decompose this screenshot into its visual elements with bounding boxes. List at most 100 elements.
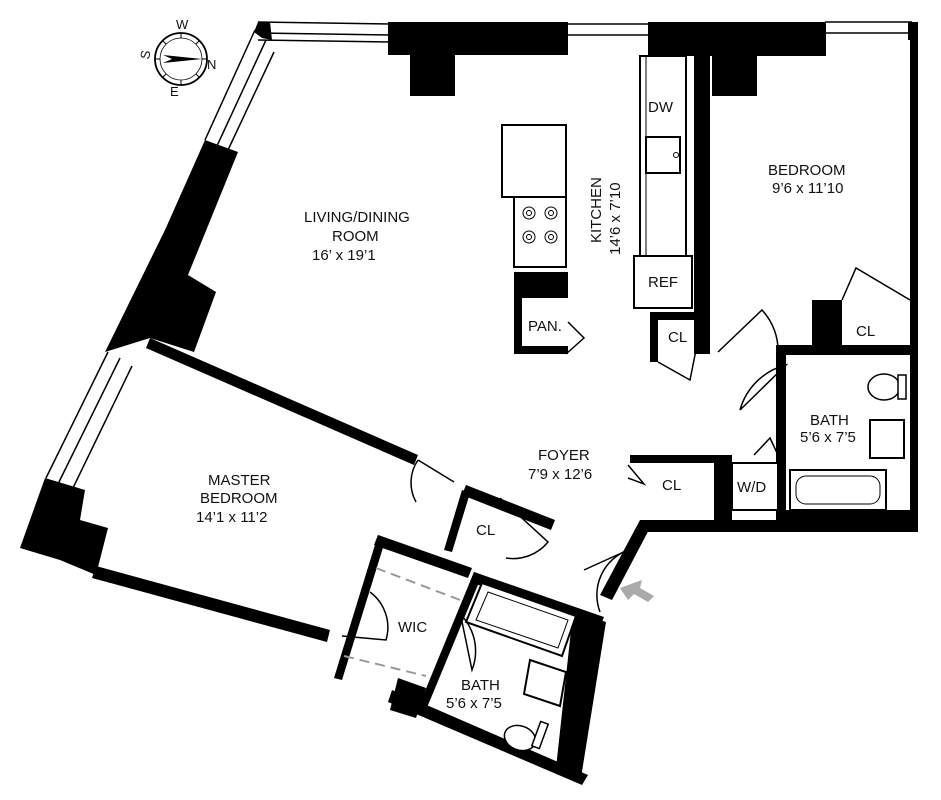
refrigerator (633, 255, 693, 309)
bath1-name: BATH (810, 412, 849, 429)
compass-w: W (176, 17, 189, 32)
door-bedroom (717, 308, 779, 355)
stove (513, 196, 567, 268)
door-foyer-cl (627, 464, 647, 486)
wall-entry-diagonal (600, 520, 652, 600)
wall-cl-kitchen-top (650, 312, 710, 320)
wall-right-side (910, 22, 918, 530)
living-name-2: ROOM (332, 228, 379, 245)
wall-bath-right (556, 612, 606, 784)
wall-bath1-bottom (776, 510, 916, 520)
bath2-fixtures (464, 581, 578, 752)
wall-bath2-left (418, 572, 482, 710)
compass-needle-icon (163, 55, 202, 63)
bedroom-size: 9’6 x 11’10 (772, 180, 843, 197)
wall-kitchen-divider (694, 56, 710, 354)
wall-bedroom-bottom (776, 345, 916, 355)
door-cl-bedroom (841, 266, 911, 301)
wall-pantry-top (514, 272, 568, 298)
cl-master-label: CL (476, 522, 495, 539)
bath2-size: 5’6 x 7’5 (446, 695, 502, 712)
wall-wic-left (334, 535, 386, 680)
living-size: 16’ x 19’1 (312, 247, 376, 264)
compass-n: N (207, 57, 216, 72)
wall-top-right (648, 22, 826, 96)
cl-foyer-label: CL (662, 477, 681, 494)
kitchen-size: 14’6 x 7’10 (607, 182, 624, 255)
exterior-windows (45, 21, 912, 491)
compass-e: E (170, 84, 179, 99)
wic-name: WIC (398, 619, 427, 636)
bath2-sink-icon (522, 658, 568, 708)
wall-top-center (388, 22, 568, 96)
washer-dryer (731, 462, 779, 511)
wall-wd-left (724, 455, 732, 520)
living-name-1: LIVING/DINING (304, 209, 410, 226)
door-master (410, 459, 455, 503)
wall-cl-bedroom (812, 300, 842, 350)
door-wic (341, 591, 389, 641)
door-cl-master (499, 497, 550, 560)
kitchen-name: KITCHEN (588, 177, 605, 243)
window-left-upper (204, 29, 275, 151)
stove-burners-icon (522, 206, 558, 244)
wall-bottom-right (640, 520, 918, 532)
fixture-labels: DW REF PAN. W/D CL CL CL CL (476, 99, 875, 539)
window-top-2 (565, 23, 650, 36)
bath1-sink-icon (869, 419, 905, 459)
bath1-toilet-tank (897, 374, 907, 400)
wall-master-top-2 (462, 485, 555, 530)
door-wd (753, 436, 779, 456)
wall-left-column (105, 140, 238, 352)
wd-label: W/D (737, 479, 766, 496)
wall-wic-corner (390, 678, 426, 718)
window-left-lower (45, 351, 133, 491)
bath2-name: BATH (461, 677, 500, 694)
wall-pantry-left (514, 272, 522, 354)
dw-label: DW (648, 99, 674, 116)
master-name-1: MASTER (208, 472, 271, 489)
wall-cl-kitchen-left (650, 312, 658, 362)
wall-left-lower-column (20, 478, 108, 575)
bath1-fixtures (731, 373, 907, 511)
door-bath2 (459, 611, 477, 673)
wall-wic-top (374, 535, 472, 578)
entry-arrow-icon (620, 580, 654, 602)
wic-rod-top (375, 567, 461, 601)
doors (341, 266, 911, 673)
bath2-tub-icon (464, 581, 578, 658)
door-entry (583, 549, 629, 613)
cl-bedroom-label: CL (856, 323, 875, 340)
master-size: 14’1 x 11’2 (196, 509, 267, 526)
cl-kitchen-label: CL (668, 329, 687, 346)
wall-bath-bottom (388, 690, 588, 785)
bath1-size: 5’6 x 7’5 (800, 429, 856, 446)
wall-bath1-left (776, 345, 786, 515)
wall-foyer-cl-top (630, 455, 722, 463)
door-bath1 (739, 363, 789, 411)
bath1-toilet-icon (867, 373, 901, 401)
window-top-3 (825, 21, 912, 34)
bath1-tub-icon (789, 469, 887, 511)
bath2-toilet-tank (530, 720, 550, 750)
room-labels: LIVING/DINING ROOM 16’ x 19’1 KITCHEN 14… (196, 162, 856, 712)
wic-rod-bottom (343, 655, 427, 677)
foyer-size: 7’9 x 12’6 (528, 466, 592, 483)
ref-label: REF (648, 274, 678, 291)
exterior-walls (20, 22, 918, 785)
wall-master-top (146, 338, 418, 465)
bedroom-name: BEDROOM (768, 162, 846, 179)
wall-foyer-cl-right (714, 455, 724, 520)
interior-walls (146, 56, 916, 710)
kitchen-counter-top (501, 124, 567, 198)
bath2-tub-inner (475, 591, 569, 649)
pan-label: PAN. (528, 318, 562, 335)
wall-master-bottom (92, 566, 330, 642)
window-top (257, 21, 393, 43)
master-name-2: BEDROOM (200, 490, 278, 507)
compass-ticks (155, 33, 207, 85)
wic-rods (343, 567, 461, 677)
door-cl-kitchen (657, 349, 697, 382)
wall-top-left-corner (254, 22, 272, 40)
